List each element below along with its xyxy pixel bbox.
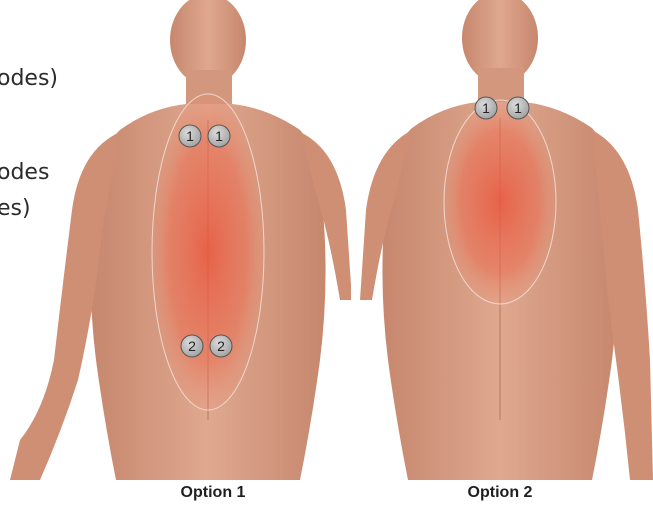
figure-option-2: 1 1 [360, 0, 653, 480]
electrode-1d: 1 [507, 97, 529, 119]
svg-text:1: 1 [482, 100, 490, 116]
electrode-2b: 2 [210, 335, 232, 357]
treatment-area-2 [444, 100, 556, 304]
svg-text:2: 2 [188, 338, 196, 354]
electrode-2a: 2 [181, 335, 203, 357]
treatment-area-1 [152, 94, 264, 410]
svg-text:1: 1 [514, 100, 522, 116]
option-2-caption: Option 2 [440, 484, 560, 502]
figure-option-1: 1 1 2 2 [10, 0, 352, 480]
electrode-1b: 1 [208, 125, 230, 147]
figure-divider [351, 0, 357, 480]
option-1-caption: Option 1 [153, 484, 273, 502]
svg-text:1: 1 [215, 128, 223, 144]
electrode-1a: 1 [179, 125, 201, 147]
svg-text:2: 2 [217, 338, 225, 354]
svg-text:1: 1 [186, 128, 194, 144]
electrode-1c: 1 [475, 97, 497, 119]
